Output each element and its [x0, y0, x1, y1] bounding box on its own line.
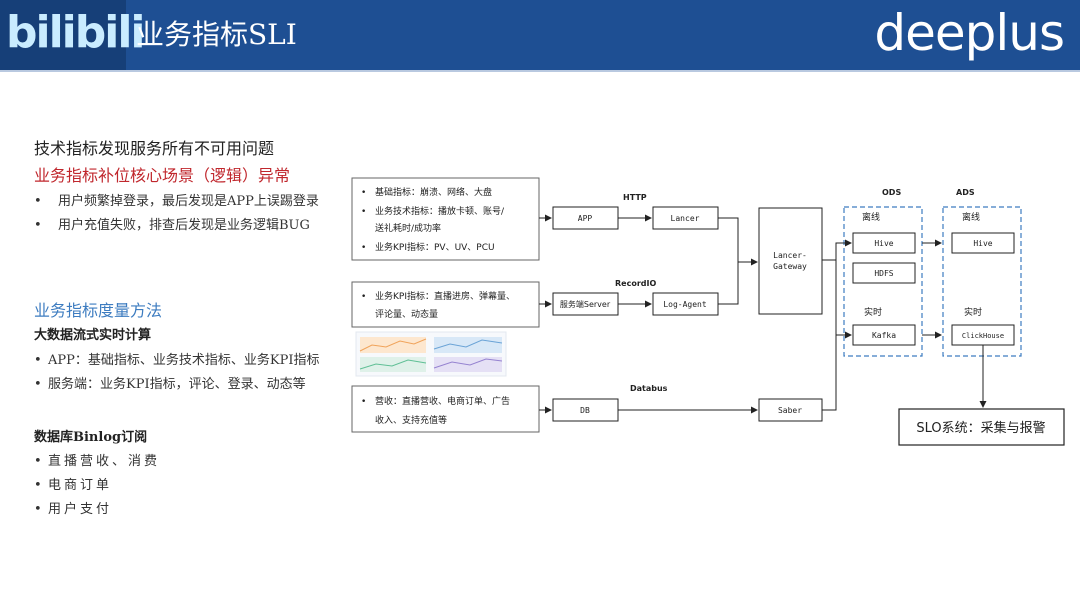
page-title: 业务指标SLI — [136, 18, 297, 51]
kafka-label: Kafka — [872, 331, 896, 340]
list-item: •用户频繁掉登录，最后发现是APP上误踢登录 — [34, 194, 319, 209]
note-server-metrics — [351, 281, 540, 328]
header-bar: bilibili 业务指标SLI deeplus — [0, 0, 1080, 70]
ods-hive-node — [852, 232, 916, 254]
ads-realtime-label: 实时 — [964, 306, 982, 318]
log-agent-node-label: Log-Agent — [663, 300, 707, 309]
ads-hive-node — [951, 232, 1015, 254]
note-line: 送礼耗时/成功率 — [375, 222, 441, 234]
list-item: •用户充值失败，排查后发现是业务逻辑BUG — [34, 218, 310, 233]
db-node-label: DB — [580, 406, 590, 415]
intro-line: 技术指标发现服务所有不可用问题 — [34, 139, 275, 158]
list-item: •电商订单 — [34, 478, 113, 493]
list-item: •APP：基础指标、业务技术指标、业务KPI指标 — [34, 353, 320, 368]
note-bullet: • — [361, 397, 366, 407]
ads-label: ADS — [956, 188, 975, 197]
note-line: 营收：直播营收、电商订单、广告 — [375, 395, 510, 407]
gateway-node-label: Gateway — [773, 262, 807, 271]
method-heading: 业务指标度量方法 — [34, 301, 163, 320]
ods-hive-label: Hive — [874, 239, 893, 248]
note-binlog-metrics — [351, 385, 540, 433]
ods-offline-label: 离线 — [862, 211, 880, 223]
slo-system-node — [898, 408, 1065, 446]
stream-heading: 大数据流式实时计算 — [34, 328, 152, 343]
note-line: 基础指标：崩溃、网络、大盘 — [375, 186, 492, 198]
note-line: 评论量、动态量 — [375, 308, 438, 320]
clickhouse-label: ClickHouse — [962, 332, 1004, 340]
saber-node-label: Saber — [778, 406, 802, 415]
http-label: HTTP — [623, 193, 647, 202]
server-node-label: 服务端Server — [560, 299, 611, 309]
hdfs-label: HDFS — [874, 269, 893, 278]
bilibili-logo: bilibili — [0, 0, 145, 70]
note-bullet: • — [361, 292, 366, 302]
hdfs-node — [852, 262, 916, 284]
ads-offline-label: 离线 — [962, 211, 980, 223]
header-divider — [0, 70, 1080, 72]
note-app-metrics — [351, 177, 540, 261]
ads-hive-label: Hive — [973, 239, 992, 248]
note-line: 业务KPI指标：直播进房、弹幕量、 — [375, 290, 515, 302]
binlog-heading: 数据库Binlog订阅 — [34, 430, 148, 445]
ods-realtime-label: 实时 — [864, 306, 882, 318]
gateway-node-label: Lancer- — [773, 251, 807, 260]
list-item: •服务端：业务KPI指标，评论、登录、动态等 — [34, 377, 306, 392]
note-line: 业务技术指标：播放卡顿、账号/ — [375, 205, 505, 217]
databus-label: Databus — [630, 384, 668, 393]
note-line: 业务KPI指标：PV、UV、PCU — [375, 241, 495, 253]
app-node-label: APP — [578, 214, 593, 223]
recordio-label: RecordIO — [615, 279, 656, 288]
red-heading: 业务指标补位核心场景（逻辑）异常 — [34, 166, 291, 185]
note-bullet: • — [361, 207, 366, 217]
list-item: •直播营收、消费 — [34, 454, 161, 469]
deeplus-logo: deeplus — [874, 4, 1065, 62]
flow-arrows — [539, 214, 987, 414]
ods-label: ODS — [882, 188, 901, 197]
note-line: 收入、支持充值等 — [375, 414, 447, 426]
ads-container — [942, 206, 1022, 357]
logo-text: bilibili — [6, 7, 145, 58]
lancer-node-label: Lancer — [671, 214, 700, 223]
dashboard-thumbnail — [355, 331, 507, 377]
slo-system-label: SLO系统：采集与报警 — [916, 420, 1045, 436]
ods-container — [843, 206, 923, 357]
gateway-node — [758, 207, 823, 315]
note-bullet: • — [361, 243, 366, 253]
list-item: •用户支付 — [34, 502, 113, 517]
kafka-node — [852, 324, 916, 346]
note-bullet: • — [361, 188, 366, 198]
